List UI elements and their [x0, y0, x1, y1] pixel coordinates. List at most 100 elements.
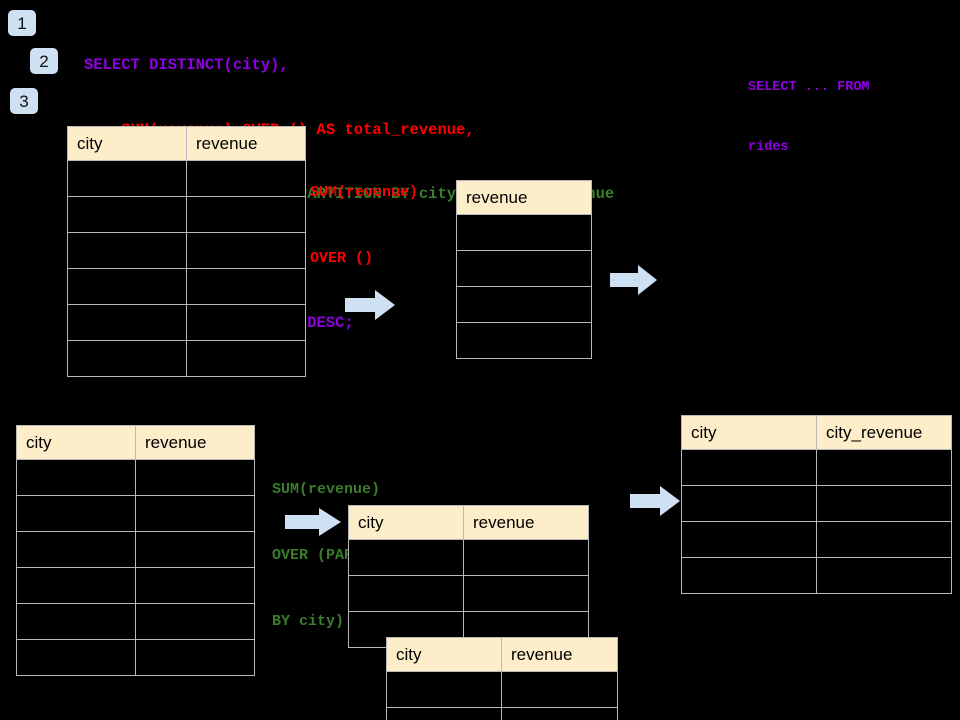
table-header-row: city revenue	[67, 126, 306, 161]
table-cell	[816, 557, 952, 594]
table-cell	[681, 521, 817, 558]
table-cell	[135, 639, 255, 676]
table-cell	[348, 575, 464, 612]
table-header-row: city revenue	[386, 637, 618, 672]
annotation-total-revenue-line-2: OVER ()	[310, 250, 374, 267]
table-row	[386, 671, 618, 708]
table-cell	[186, 160, 306, 197]
column-header-revenue: revenue	[456, 180, 592, 215]
annotation-city-revenue-line-1: SUM(revenue)	[272, 481, 381, 498]
table-cell	[463, 575, 589, 612]
table-row	[456, 250, 592, 287]
table-cell	[186, 304, 306, 341]
table-cell	[456, 214, 592, 251]
step-badge-1: 1	[8, 10, 36, 36]
table-row	[386, 707, 618, 720]
table-cell	[816, 449, 952, 486]
annotation-total-revenue-line-1: SUM(revenue)	[310, 184, 419, 201]
table-row	[67, 304, 306, 341]
table-cell	[135, 531, 255, 568]
table-row	[67, 196, 306, 233]
table-partition-b: city revenue	[386, 637, 618, 720]
side-note-select-from: SELECT ... FROM rides	[748, 38, 870, 198]
table-result: city city_revenue	[681, 415, 952, 594]
table-row	[681, 485, 952, 522]
table-cell	[67, 160, 187, 197]
arrow-total-to-result-icon	[610, 265, 657, 295]
table-cell	[135, 459, 255, 496]
table-total-revenue: revenue	[456, 180, 592, 359]
table-row	[67, 268, 306, 305]
table-cell	[16, 639, 136, 676]
step-badge-2-label: 2	[39, 51, 49, 71]
table-cell	[386, 671, 502, 708]
column-header-revenue: revenue	[186, 126, 306, 161]
table-cell	[456, 250, 592, 287]
table-header-row: revenue	[456, 180, 592, 215]
table-cell	[135, 603, 255, 640]
table-row	[456, 322, 592, 359]
table-row	[348, 539, 589, 576]
table-cell	[456, 286, 592, 323]
column-header-revenue: revenue	[135, 425, 255, 460]
step-badge-2: 2	[30, 48, 58, 74]
table-cell	[501, 671, 618, 708]
side-note-line-2: rides	[748, 140, 789, 155]
table-cell	[816, 521, 952, 558]
table-row	[681, 557, 952, 594]
annotation-total-revenue: SUM(revenue) OVER ()	[310, 138, 418, 314]
table-partition-a: city revenue	[348, 505, 589, 648]
step-badge-1-label: 1	[17, 13, 27, 33]
table-cell	[456, 322, 592, 359]
table-cell	[67, 304, 187, 341]
table-row	[67, 232, 306, 269]
annotation-city-revenue-line-3: BY city)	[272, 613, 345, 630]
column-header-city-revenue: city_revenue	[816, 415, 952, 450]
table-cell	[67, 340, 187, 377]
table-cell	[186, 268, 306, 305]
arrow-source-to-total-icon	[345, 290, 395, 320]
column-header-city: city	[386, 637, 502, 672]
table-header-row: city city_revenue	[681, 415, 952, 450]
table-cell	[16, 459, 136, 496]
table-row	[67, 340, 306, 377]
table-header-row: city revenue	[348, 505, 589, 540]
table-cell	[186, 340, 306, 377]
table-source-top: city revenue	[67, 126, 306, 377]
table-cell	[463, 539, 589, 576]
table-row	[16, 567, 255, 604]
table-cell	[67, 196, 187, 233]
arrow-source-to-partition-icon	[285, 508, 341, 536]
table-cell	[16, 603, 136, 640]
table-header-row: city revenue	[16, 425, 255, 460]
table-row	[456, 214, 592, 251]
table-cell	[67, 232, 187, 269]
table-cell	[348, 539, 464, 576]
table-row	[348, 575, 589, 612]
column-header-city: city	[67, 126, 187, 161]
table-row	[681, 449, 952, 486]
table-cell	[681, 485, 817, 522]
step-badge-3-label: 3	[19, 91, 29, 111]
sql-line-select: SELECT DISTINCT(city),	[84, 56, 289, 74]
table-source-bottom: city revenue	[16, 425, 255, 676]
column-header-city: city	[681, 415, 817, 450]
table-cell	[16, 531, 136, 568]
table-cell	[16, 567, 136, 604]
table-row	[681, 521, 952, 558]
step-badge-3: 3	[10, 88, 38, 114]
table-row	[67, 160, 306, 197]
table-row	[16, 639, 255, 676]
column-header-revenue: revenue	[463, 505, 589, 540]
table-cell	[67, 268, 187, 305]
table-row	[456, 286, 592, 323]
table-cell	[186, 232, 306, 269]
table-cell	[186, 196, 306, 233]
table-cell	[681, 557, 817, 594]
column-header-city: city	[348, 505, 464, 540]
table-row	[16, 459, 255, 496]
table-cell	[681, 449, 817, 486]
table-cell	[135, 495, 255, 532]
table-row	[16, 531, 255, 568]
